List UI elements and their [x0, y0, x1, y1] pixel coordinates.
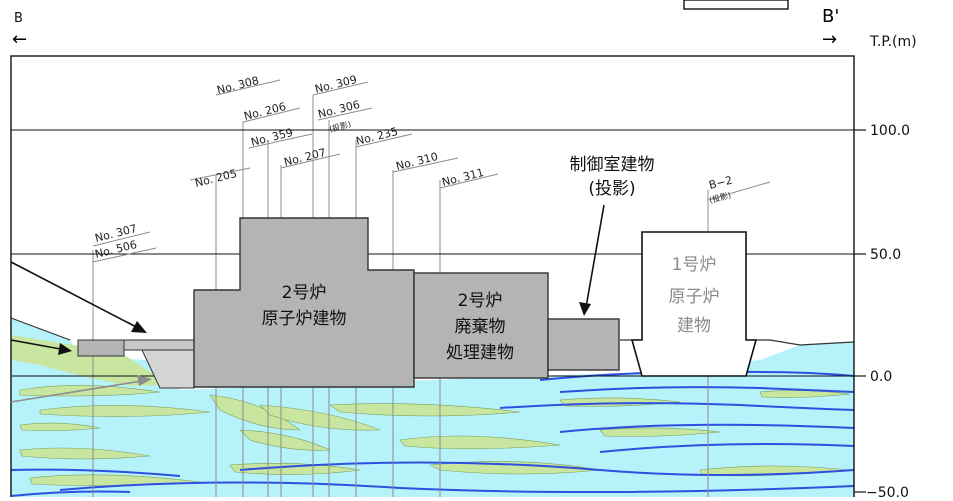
borehole-no308: No. 308 [216, 74, 261, 97]
grey-leader [10, 379, 149, 403]
foundation-trench [141, 349, 195, 389]
waste-building-2 [413, 272, 549, 379]
axis-ticks [854, 129, 866, 493]
borehole-labels [92, 79, 771, 263]
grey-arrowhead [137, 375, 152, 386]
borehole-no206: No. 206 [243, 100, 288, 123]
legend-box [683, 0, 789, 10]
tick-label-minus50: −50.0 [866, 485, 909, 497]
section-arrow-right: → [822, 29, 837, 50]
section-mark-left: B [14, 11, 23, 26]
reactor-building-1-label-line2: 原子炉 [669, 287, 720, 307]
section-mark-right: B' [822, 6, 839, 27]
tick-label-100: 100.0 [870, 123, 910, 139]
borehole-no311: No. 311 [441, 166, 486, 189]
reactor-building-2 [193, 217, 415, 388]
borehole-no359: No. 359 [250, 126, 295, 149]
axis-unit-label: T.P.(m) [869, 34, 917, 50]
section-arrow-left: ← [12, 29, 27, 50]
tick-label-50: 50.0 [870, 247, 901, 263]
control-room-building [547, 318, 620, 371]
borehole-b2: B−2 [708, 174, 734, 192]
borehole-no309: No. 309 [314, 73, 359, 96]
buildings [77, 217, 758, 389]
connector-slab [123, 339, 195, 351]
tick-label-0: 0.0 [870, 369, 892, 385]
geology [11, 95, 854, 497]
reactor-building-2-label-line2: 原子炉建物 [262, 309, 347, 329]
reactor-building-2-label-line1: 2号炉 [282, 283, 327, 303]
reactor-building-1-label-line1: 1号炉 [672, 255, 717, 275]
waste-building-label-line3: 処理建物 [446, 343, 514, 363]
reactor-building-1 [630, 231, 758, 377]
borehole-no235: No. 235 [355, 125, 400, 148]
section-frame [10, 55, 855, 501]
borehole-no306-note: (投影) [328, 119, 352, 134]
small-structure-left [77, 339, 125, 357]
control-room-label-line2: (投影) [588, 179, 635, 199]
control-room-label-line1: 制御室建物 [570, 155, 655, 175]
borehole-no207: No. 207 [283, 146, 328, 169]
leader-arrows [10, 204, 605, 351]
borehole-no310: No. 310 [395, 150, 440, 173]
reactor-building-1-label-line3: 建物 [677, 316, 711, 336]
borehole-b2-note: (投影) [708, 190, 732, 205]
borehole-no306: No. 306 [317, 98, 362, 121]
waste-building-label-line2: 廃棄物 [455, 317, 506, 337]
rock-lenses [19, 385, 851, 486]
arrowheads [58, 302, 591, 355]
waste-building-label-line1: 2号炉 [458, 291, 503, 311]
